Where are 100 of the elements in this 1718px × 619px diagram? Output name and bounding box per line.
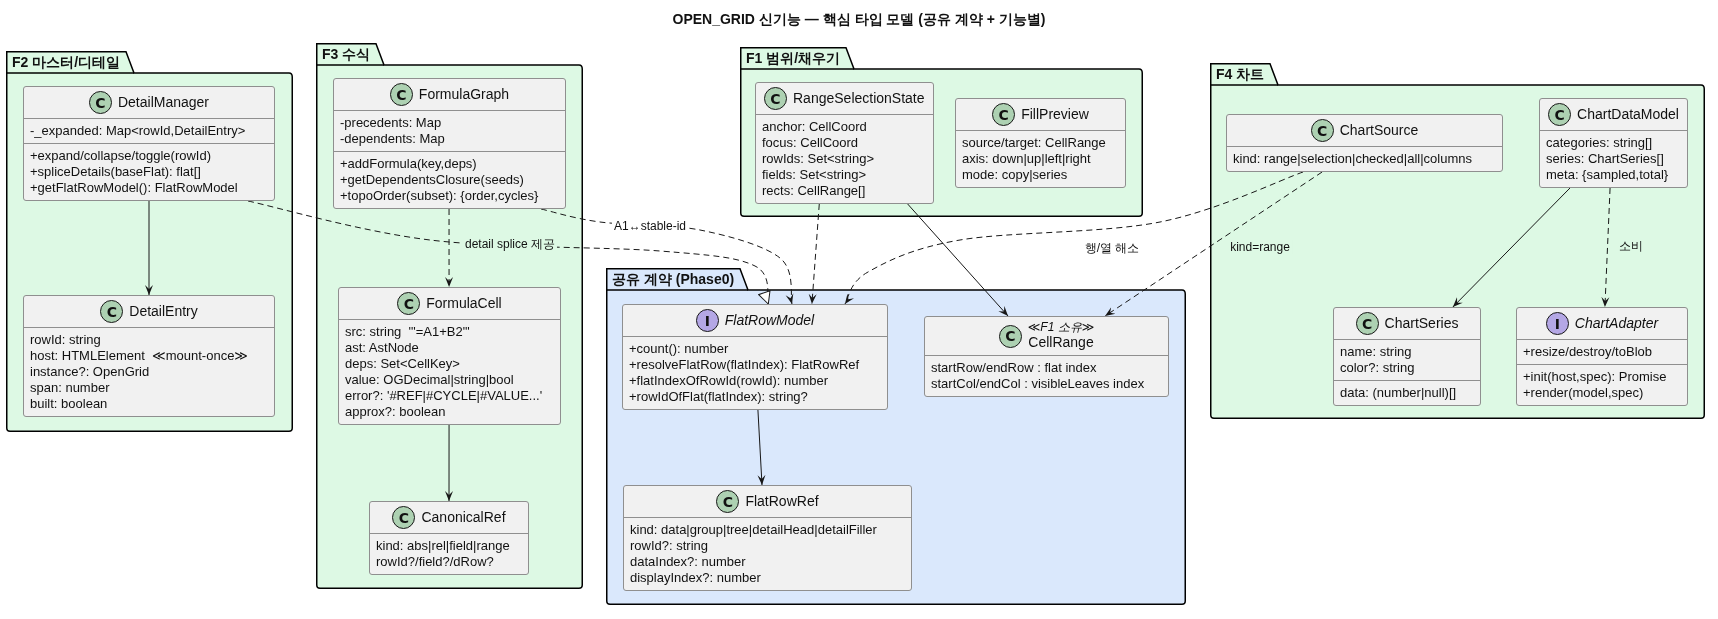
class-type-marker: C [992, 103, 1016, 126]
member-text: axis: down|up|left|right [962, 151, 1092, 167]
member-text: error?: '#REF|#CYCLE|#VALUE...' [345, 388, 544, 404]
member-text: meta: {sampled,total} [1546, 167, 1670, 183]
edge-label: A1↔stable-id [612, 219, 688, 233]
package-frame [6, 51, 293, 432]
member-text: rowId: string [30, 332, 102, 348]
class-type-marker: I [1545, 312, 1569, 335]
member-text: deps: Set<CellKey> [345, 356, 461, 372]
member-text: displayIndex?: number [630, 570, 762, 586]
member-text: startRow/endRow : flat index [931, 360, 1098, 376]
class-type-marker: C [397, 292, 421, 315]
class-name: FormulaCell [426, 295, 502, 312]
class-box [338, 287, 561, 425]
interface-box [622, 304, 888, 410]
class-type-marker: C [389, 83, 413, 106]
package-frame [1210, 63, 1705, 419]
class-name: FillPreview [1021, 106, 1089, 123]
member-text: categories: string[] [1546, 135, 1654, 151]
interface-box [1516, 307, 1688, 406]
edge-label: detail splice 제공 [463, 237, 557, 251]
edge-label: 행/열 해소 [1082, 241, 1142, 255]
member-text: fields: Set<string> [762, 167, 868, 183]
arrow [1452, 187, 1571, 308]
member-text: +render(model,spec) [1523, 385, 1645, 401]
class-type-marker: C [1548, 103, 1572, 126]
member-text: color?: string [1340, 360, 1416, 376]
class-name: FormulaGraph [418, 86, 510, 103]
member-text: +getDependentsClosure(seeds) [340, 172, 525, 188]
dashed-arrow [1104, 171, 1323, 317]
member-text: instance?: OpenGrid [30, 364, 151, 380]
class-name: FlatRowModel [724, 312, 815, 329]
member-text: rects: CellRange[] [762, 183, 867, 199]
class-box [755, 82, 934, 204]
member-text: +expand/collapse/toggle(rowId) [30, 148, 213, 164]
package-name: F4 차트 [1216, 65, 1265, 83]
package-name: F3 수식 [322, 45, 371, 63]
class-type-marker: C [998, 324, 1022, 348]
member-text: kind: abs|rel|field|range [376, 538, 511, 554]
class-type-marker: C [100, 300, 124, 323]
class-box [1333, 307, 1481, 406]
class-name: ChartAdapter [1574, 315, 1659, 332]
member-text: mode: copy|series [962, 167, 1069, 183]
class-name: DetailManager [117, 94, 210, 111]
class-name: CellRange [1028, 334, 1094, 351]
member-text: +init(host,spec): Promise [1523, 369, 1668, 385]
class-name: ChartSource [1339, 122, 1419, 139]
edge-label: 소비 [1617, 239, 1645, 253]
class-type-marker: I [695, 309, 719, 332]
member-text: series: ChartSeries[] [1546, 151, 1665, 167]
member-text: dataIndex?: number [630, 554, 747, 570]
member-text: built: boolean [30, 396, 109, 412]
member-text: -dependents: Map [340, 131, 446, 147]
member-text: approx?: boolean [345, 404, 447, 420]
class-box [955, 98, 1126, 188]
member-text: ast: AstNode [345, 340, 420, 356]
member-text: +count(): number [629, 341, 730, 357]
member-text: +resolveFlatRow(flatIndex): FlatRowRef [629, 357, 861, 373]
package-name: F2 마스터/디테일 [12, 53, 121, 71]
dashed-arrow [844, 171, 1304, 305]
member-text: kind: data|group|tree|detailHead|detailFiller [630, 522, 878, 538]
member-text: +topoOrder(subset): {order,cycles} [340, 188, 540, 204]
class-box [23, 295, 275, 417]
member-text: source/target: CellRange [962, 135, 1107, 151]
class-box [623, 485, 912, 591]
member-text: rowId?: string [630, 538, 710, 554]
class-box [1226, 114, 1503, 172]
member-text: -_expanded: Map<rowId,DetailEntry> [30, 123, 247, 139]
arrow [757, 409, 766, 486]
class-box [1539, 98, 1688, 188]
class-box [924, 316, 1169, 397]
dashed-arrow [808, 203, 820, 305]
class-type-marker: C [764, 87, 787, 110]
class-type-marker: C [1355, 312, 1379, 335]
class-type-marker: C [1310, 119, 1334, 142]
class-type-marker: C [716, 490, 740, 513]
member-text: -precedents: Map [340, 115, 443, 131]
class-name: ChartSeries [1384, 315, 1459, 332]
member-text: span: number [30, 380, 111, 396]
class-name: RangeSelectionState [793, 90, 925, 107]
diagram-title: OPEN_GRID 신기능 — 핵심 타입 모델 (공유 계약 + 기능별) [672, 10, 1046, 28]
member-text: +rowIdOfFlat(flatIndex): string? [629, 389, 809, 405]
class-type-marker: C [88, 91, 112, 114]
class-name: DetailEntry [129, 303, 198, 320]
member-text: anchor: CellCoord [762, 119, 868, 135]
member-text: kind: range|selection|checked|all|columns [1233, 151, 1473, 167]
package-frame [606, 268, 1186, 605]
member-text: rowIds: Set<string> [762, 151, 875, 167]
member-text: +spliceDetails(baseFlat): flat[] [30, 164, 202, 180]
class-type-marker: C [392, 506, 416, 529]
dashed-arrow [445, 208, 454, 288]
class-name: ChartDataModel [1577, 106, 1679, 123]
member-text: data: (number|null)[] [1340, 385, 1458, 401]
package-name: 공유 계약 (Phase0) [612, 270, 735, 288]
arrow [445, 424, 453, 502]
class-name: CanonicalRef [421, 509, 506, 526]
package-name: F1 범위/채우기 [746, 49, 841, 67]
member-text: +resize/destroy/toBlob [1523, 344, 1653, 360]
member-text: src: string '"=A1+B2"' [345, 324, 471, 340]
member-text: startCol/endCol : visibleLeaves index [931, 376, 1146, 392]
